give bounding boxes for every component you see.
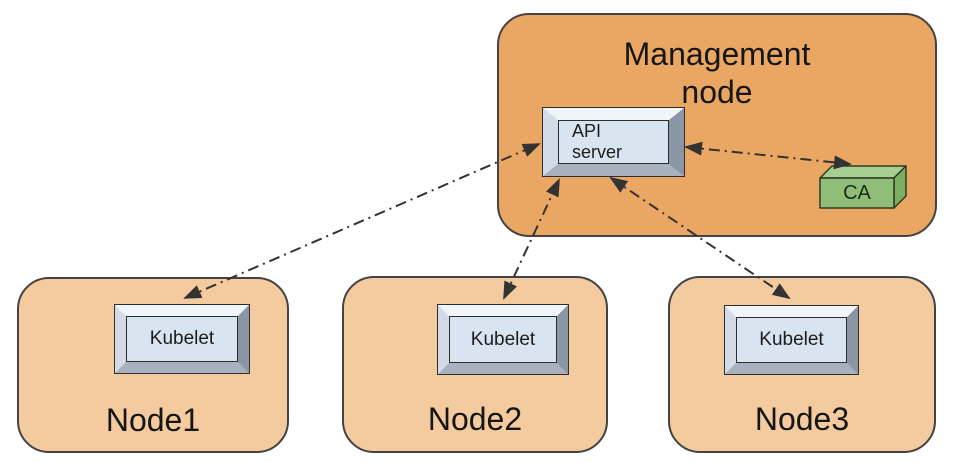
node2-box: Kubelet Node2 — [342, 276, 608, 453]
node3-box: Kubelet Node3 — [668, 276, 936, 453]
ca-cube-icon — [819, 165, 907, 209]
node3-label: Node3 — [754, 401, 850, 437]
kubelet-box-node1: Kubelet — [114, 304, 250, 374]
kubelet-label-node3: Kubelet — [736, 317, 847, 363]
kubelet-box-node3: Kubelet — [724, 305, 859, 375]
kubelet-label-node2: Kubelet — [449, 316, 557, 363]
node1-box: Kubelet Node1 — [17, 277, 289, 453]
arrow-kubelet1-api-server — [183, 143, 541, 299]
ca-box: CA — [819, 165, 908, 210]
api-server-label: API server — [558, 120, 669, 164]
ca-label: CA — [843, 181, 871, 204]
node2-label: Node2 — [427, 401, 523, 437]
node1-label: Node1 — [105, 402, 201, 438]
management-node-label: Management node — [623, 36, 811, 110]
api-server-box: API server — [542, 107, 685, 177]
kubelet-label-node1: Kubelet — [126, 316, 238, 362]
kubelet-box-node2: Kubelet — [437, 304, 569, 375]
management-node-box: Management node API server CA — [497, 13, 937, 237]
api-server-bevel: API server — [543, 108, 684, 176]
